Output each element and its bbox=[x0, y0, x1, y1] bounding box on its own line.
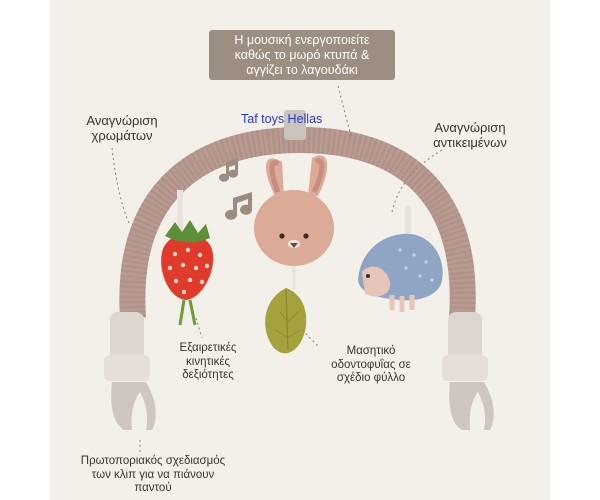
brand-label: Taf toys Hellas bbox=[241, 112, 323, 126]
left-clip bbox=[104, 312, 156, 430]
top-strap bbox=[284, 110, 306, 140]
bunny-toy bbox=[254, 155, 334, 290]
label-clips: Πρωτοποριακός σχεδιασμός των κλιπ για να… bbox=[80, 455, 226, 494]
callout-lines bbox=[111, 85, 443, 452]
music-note-icon bbox=[219, 158, 252, 220]
label-teether: Μασητικό οδοντοφυΐας σε σχέδιο φύλλο bbox=[331, 345, 411, 384]
label-object-recognition: Αναγνώριση αντικειμένων bbox=[433, 120, 507, 150]
label-color-recognition: Αναγνώριση χρωμάτων bbox=[86, 113, 158, 143]
label-motor-skills: Εξαιρετικές κινητικές δεξιότητες bbox=[179, 342, 237, 381]
hedgehog-toy bbox=[358, 205, 443, 312]
right-clip bbox=[442, 312, 494, 430]
leaf-teether bbox=[265, 288, 307, 354]
strawberry-toy bbox=[161, 190, 214, 326]
music-feature-banner: Η μουσική ενεργοποιείτε καθώς το μωρό κτ… bbox=[209, 30, 395, 80]
